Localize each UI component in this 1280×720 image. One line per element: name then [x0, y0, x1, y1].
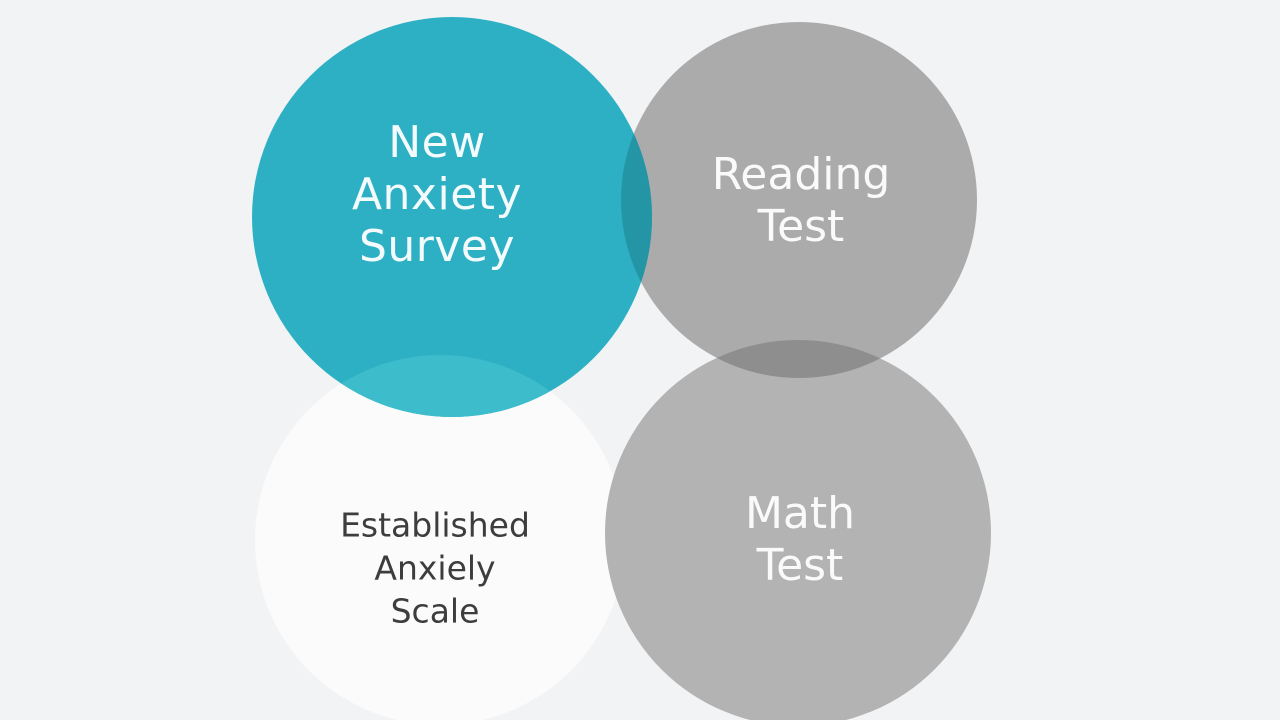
- label-line: Reading: [711, 149, 891, 200]
- math-test-circle: [605, 340, 991, 720]
- label-line: Anxiety: [351, 169, 523, 220]
- label-line: New: [388, 117, 486, 168]
- label-line: Test: [757, 201, 845, 252]
- label-line: Scale: [390, 591, 480, 631]
- label-line: Established: [340, 505, 530, 545]
- label-line: Math: [744, 488, 856, 539]
- label-line: Test: [756, 540, 844, 591]
- reading-test-label: Reading Test: [712, 149, 891, 253]
- established-anxiety-scale-label: Established Anxiely Scale: [340, 504, 530, 633]
- math-test-label: Math Test: [745, 488, 855, 592]
- label-line: Anxiely: [374, 548, 496, 588]
- established-anxiety-scale-circle: [255, 355, 625, 720]
- reading-test-circle: [621, 22, 977, 378]
- new-anxiety-survey-label: New Anxiety Survey: [352, 117, 522, 273]
- label-line: Survey: [358, 221, 516, 272]
- new-anxiety-survey-circle: [252, 17, 652, 417]
